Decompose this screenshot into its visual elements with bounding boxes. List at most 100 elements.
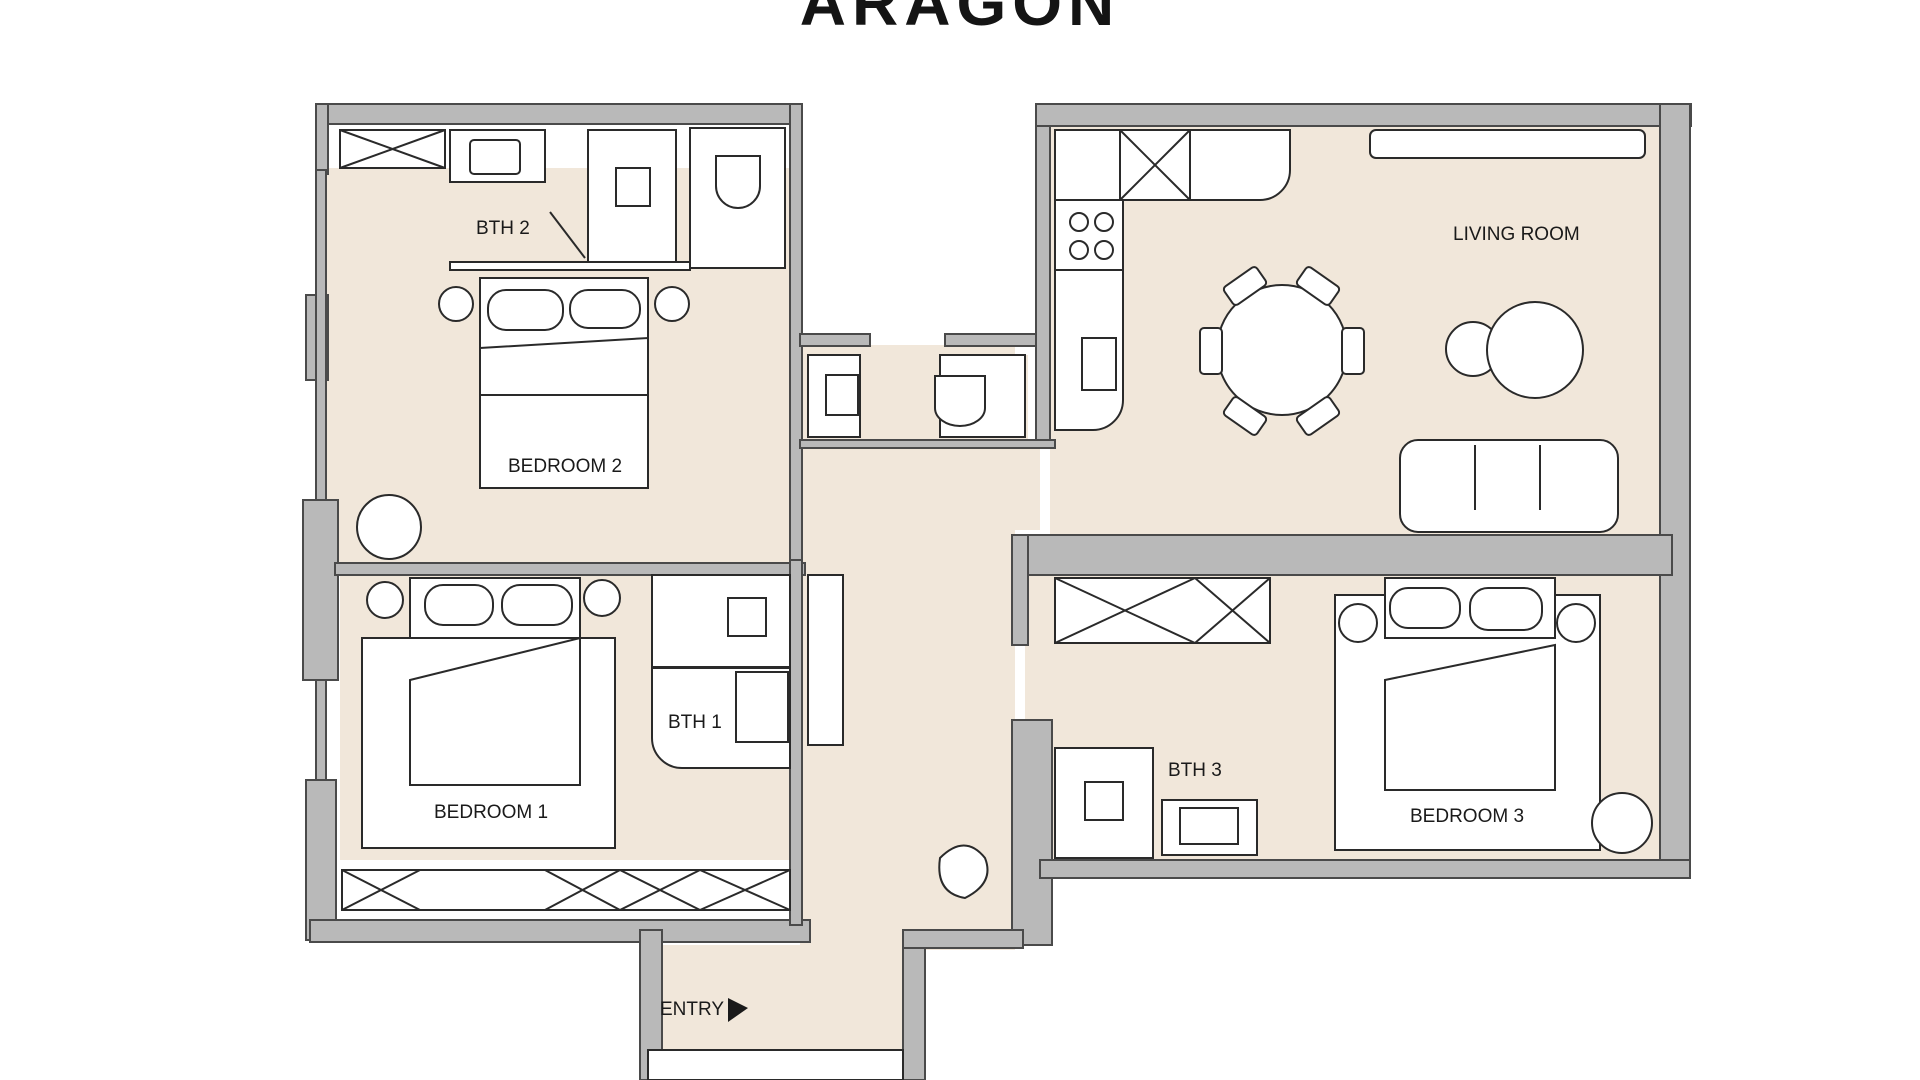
- chair-icon: [1222, 396, 1268, 436]
- wall: [1035, 103, 1051, 445]
- shower-drain: [615, 167, 651, 207]
- bedroom-3: [1054, 577, 1653, 854]
- wall: [1659, 103, 1691, 865]
- closet-cross: [544, 869, 621, 911]
- wall: [1011, 719, 1053, 946]
- tv-console: [1369, 129, 1646, 159]
- burner: [1094, 240, 1114, 260]
- wall: [334, 562, 806, 576]
- wall: [799, 333, 871, 347]
- bath-3: [1054, 747, 1258, 859]
- hall-cabinet: [807, 574, 844, 746]
- pillow: [487, 289, 564, 331]
- pillow: [424, 584, 494, 626]
- basin: [469, 139, 521, 175]
- closet-cross: [341, 869, 421, 911]
- living-room: [1199, 129, 1646, 533]
- stove-icon: [1054, 199, 1124, 271]
- duvet-fold: [479, 336, 649, 396]
- bedroom-2: [356, 277, 690, 560]
- wall: [789, 559, 803, 926]
- bath-2-counter: [449, 261, 691, 271]
- shower-drain: [1084, 781, 1124, 821]
- burner: [1069, 240, 1089, 260]
- basin: [825, 374, 859, 416]
- wall: [1011, 534, 1673, 576]
- entry: [647, 844, 989, 1080]
- sink-icon: [1081, 337, 1117, 391]
- bedroom-1: [341, 577, 791, 911]
- wall: [1035, 103, 1692, 127]
- bath-2: [339, 127, 786, 271]
- closet-cross: [619, 869, 701, 911]
- sink-icon: [735, 671, 789, 743]
- bath-1: [651, 574, 844, 769]
- closet-cross: [1054, 577, 1196, 644]
- kitchen: [1054, 129, 1291, 431]
- wall: [315, 103, 801, 125]
- wall: [799, 439, 1056, 449]
- walls: [302, 103, 1692, 1080]
- duvet-fold: [1384, 643, 1556, 791]
- closet-cross: [339, 129, 446, 169]
- pillow: [569, 289, 641, 329]
- closet-icon: [1054, 577, 1271, 644]
- wall: [639, 929, 663, 1080]
- nightstand-icon: [1556, 603, 1596, 643]
- pillow: [501, 584, 573, 626]
- basin: [1179, 807, 1239, 845]
- closet-cross: [699, 869, 791, 911]
- burner: [1069, 212, 1089, 232]
- closet-cross: [1194, 577, 1271, 644]
- toilet-icon: [715, 155, 761, 209]
- coffee-table-icon: [1486, 301, 1584, 399]
- nightstand-icon: [438, 286, 474, 322]
- entry-arrow-icon: [728, 998, 748, 1022]
- bath-2-label: BTH 2: [476, 218, 530, 239]
- hallway-link-floor: [1015, 440, 1040, 530]
- burner: [1094, 212, 1114, 232]
- wall: [944, 333, 1046, 347]
- nightstand-icon: [366, 581, 404, 619]
- chair-icon: [1199, 327, 1223, 375]
- entry-label: ENTRY: [660, 999, 724, 1020]
- living-room-label: LIVING ROOM: [1453, 224, 1580, 245]
- bath-3-label: BTH 3: [1168, 760, 1222, 781]
- toilet-icon: [934, 375, 986, 427]
- bedroom-1-label: BEDROOM 1: [434, 802, 548, 823]
- nightstand-icon: [654, 286, 690, 322]
- wall: [315, 103, 329, 175]
- wall: [305, 779, 337, 941]
- bedroom-2-label: BEDROOM 2: [508, 456, 622, 477]
- chair-icon: [1222, 266, 1268, 306]
- wall: [1039, 859, 1691, 879]
- sofa-icon: [1399, 439, 1619, 533]
- closet-cross: [1119, 129, 1191, 201]
- armchair-icon: [1591, 792, 1653, 854]
- nightstand-icon: [1338, 603, 1378, 643]
- wall: [1011, 534, 1029, 646]
- plant-icon: [938, 844, 989, 900]
- counter: [1189, 129, 1291, 201]
- chair-icon: [1341, 327, 1365, 375]
- duvet-fold: [409, 636, 581, 786]
- pillow: [1389, 587, 1461, 629]
- bath-2-door: [549, 211, 586, 259]
- wall: [902, 929, 1024, 949]
- shower-icon: [651, 574, 791, 668]
- wall: [902, 929, 926, 1080]
- armchair-icon: [356, 494, 422, 560]
- bedroom-3-label: BEDROOM 3: [1410, 806, 1524, 827]
- counter: [1054, 129, 1121, 201]
- chair-icon: [1295, 266, 1341, 306]
- chair-icon: [1295, 396, 1341, 436]
- wall: [309, 919, 811, 943]
- wall: [302, 499, 339, 681]
- nightstand-icon: [583, 579, 621, 617]
- bath-1-label: BTH 1: [668, 712, 722, 733]
- bath-4: [807, 354, 1026, 438]
- shower-drain: [727, 597, 767, 637]
- pillow: [1469, 587, 1543, 631]
- entry-cabinet: [647, 1049, 904, 1080]
